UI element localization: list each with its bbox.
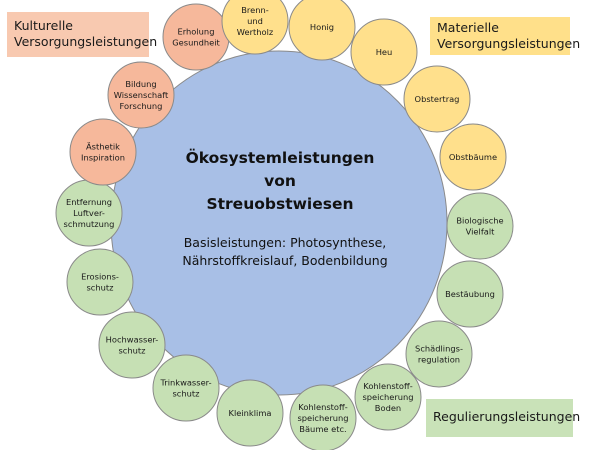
legend-cultural-label: Kulturelle Versorgungsleistungen (14, 18, 158, 49)
legend-cultural: Kulturelle Versorgungsleistungen (7, 12, 158, 57)
service-label-heu: Heu (376, 47, 393, 57)
service-label-erosionsschutz: Erosions-schutz (81, 272, 119, 293)
service-bubble-heu (350, 18, 418, 86)
service-label-obstbaeume: Obstbäume (449, 152, 497, 162)
service-label-hochwasserschutz: Hochwasser-schutz (106, 335, 159, 356)
service-bubble-obstertrag (403, 65, 471, 133)
service-label-kleinklima: Kleinklima (229, 408, 272, 418)
service-bubble-kohlenstoff-baeume (289, 384, 357, 450)
service-bubble-kleinklima (216, 379, 284, 447)
service-bubble-trinkwasserschutz (152, 354, 220, 422)
service-bubble-aesthetik (69, 118, 137, 186)
service-label-obstertrag: Obstertrag (415, 94, 460, 104)
center-title: Ökosystemleistungen von Streuobstwiesen (185, 149, 375, 213)
service-label-schaedlingsregulation: Schädlings-regulation (415, 344, 463, 365)
legend-material: Materielle Versorgungsleistungen (430, 17, 581, 55)
service-bubble-honig (288, 0, 356, 61)
service-label-honig: Honig (310, 22, 334, 32)
center-subtitle: Basisleistungen: Photosynthese, Nährstof… (182, 235, 388, 268)
service-bubble-vielfalt (446, 192, 514, 260)
service-bubble-erosionsschutz (66, 248, 134, 316)
service-bubble-bildung (107, 61, 175, 129)
service-bubble-brennholz (221, 0, 289, 55)
service-bubble-hochwasserschutz (98, 311, 166, 379)
service-bubble-bestaeubung (436, 260, 504, 328)
service-bubble-kohlenstoff-boden (354, 363, 422, 431)
service-bubble-obstbaeume (439, 123, 507, 191)
legend-material-label: Materielle Versorgungsleistungen (437, 20, 581, 51)
legend-regulating: Regulierungsleistungen (426, 399, 581, 437)
service-label-bestaeubung: Bestäubung (445, 289, 495, 299)
service-bubble-schaedlingsregulation (405, 320, 473, 388)
service-label-trinkwasserschutz: Trinkwasser-schutz (159, 378, 211, 399)
legend-regulating-label: Regulierungsleistungen (433, 409, 581, 424)
